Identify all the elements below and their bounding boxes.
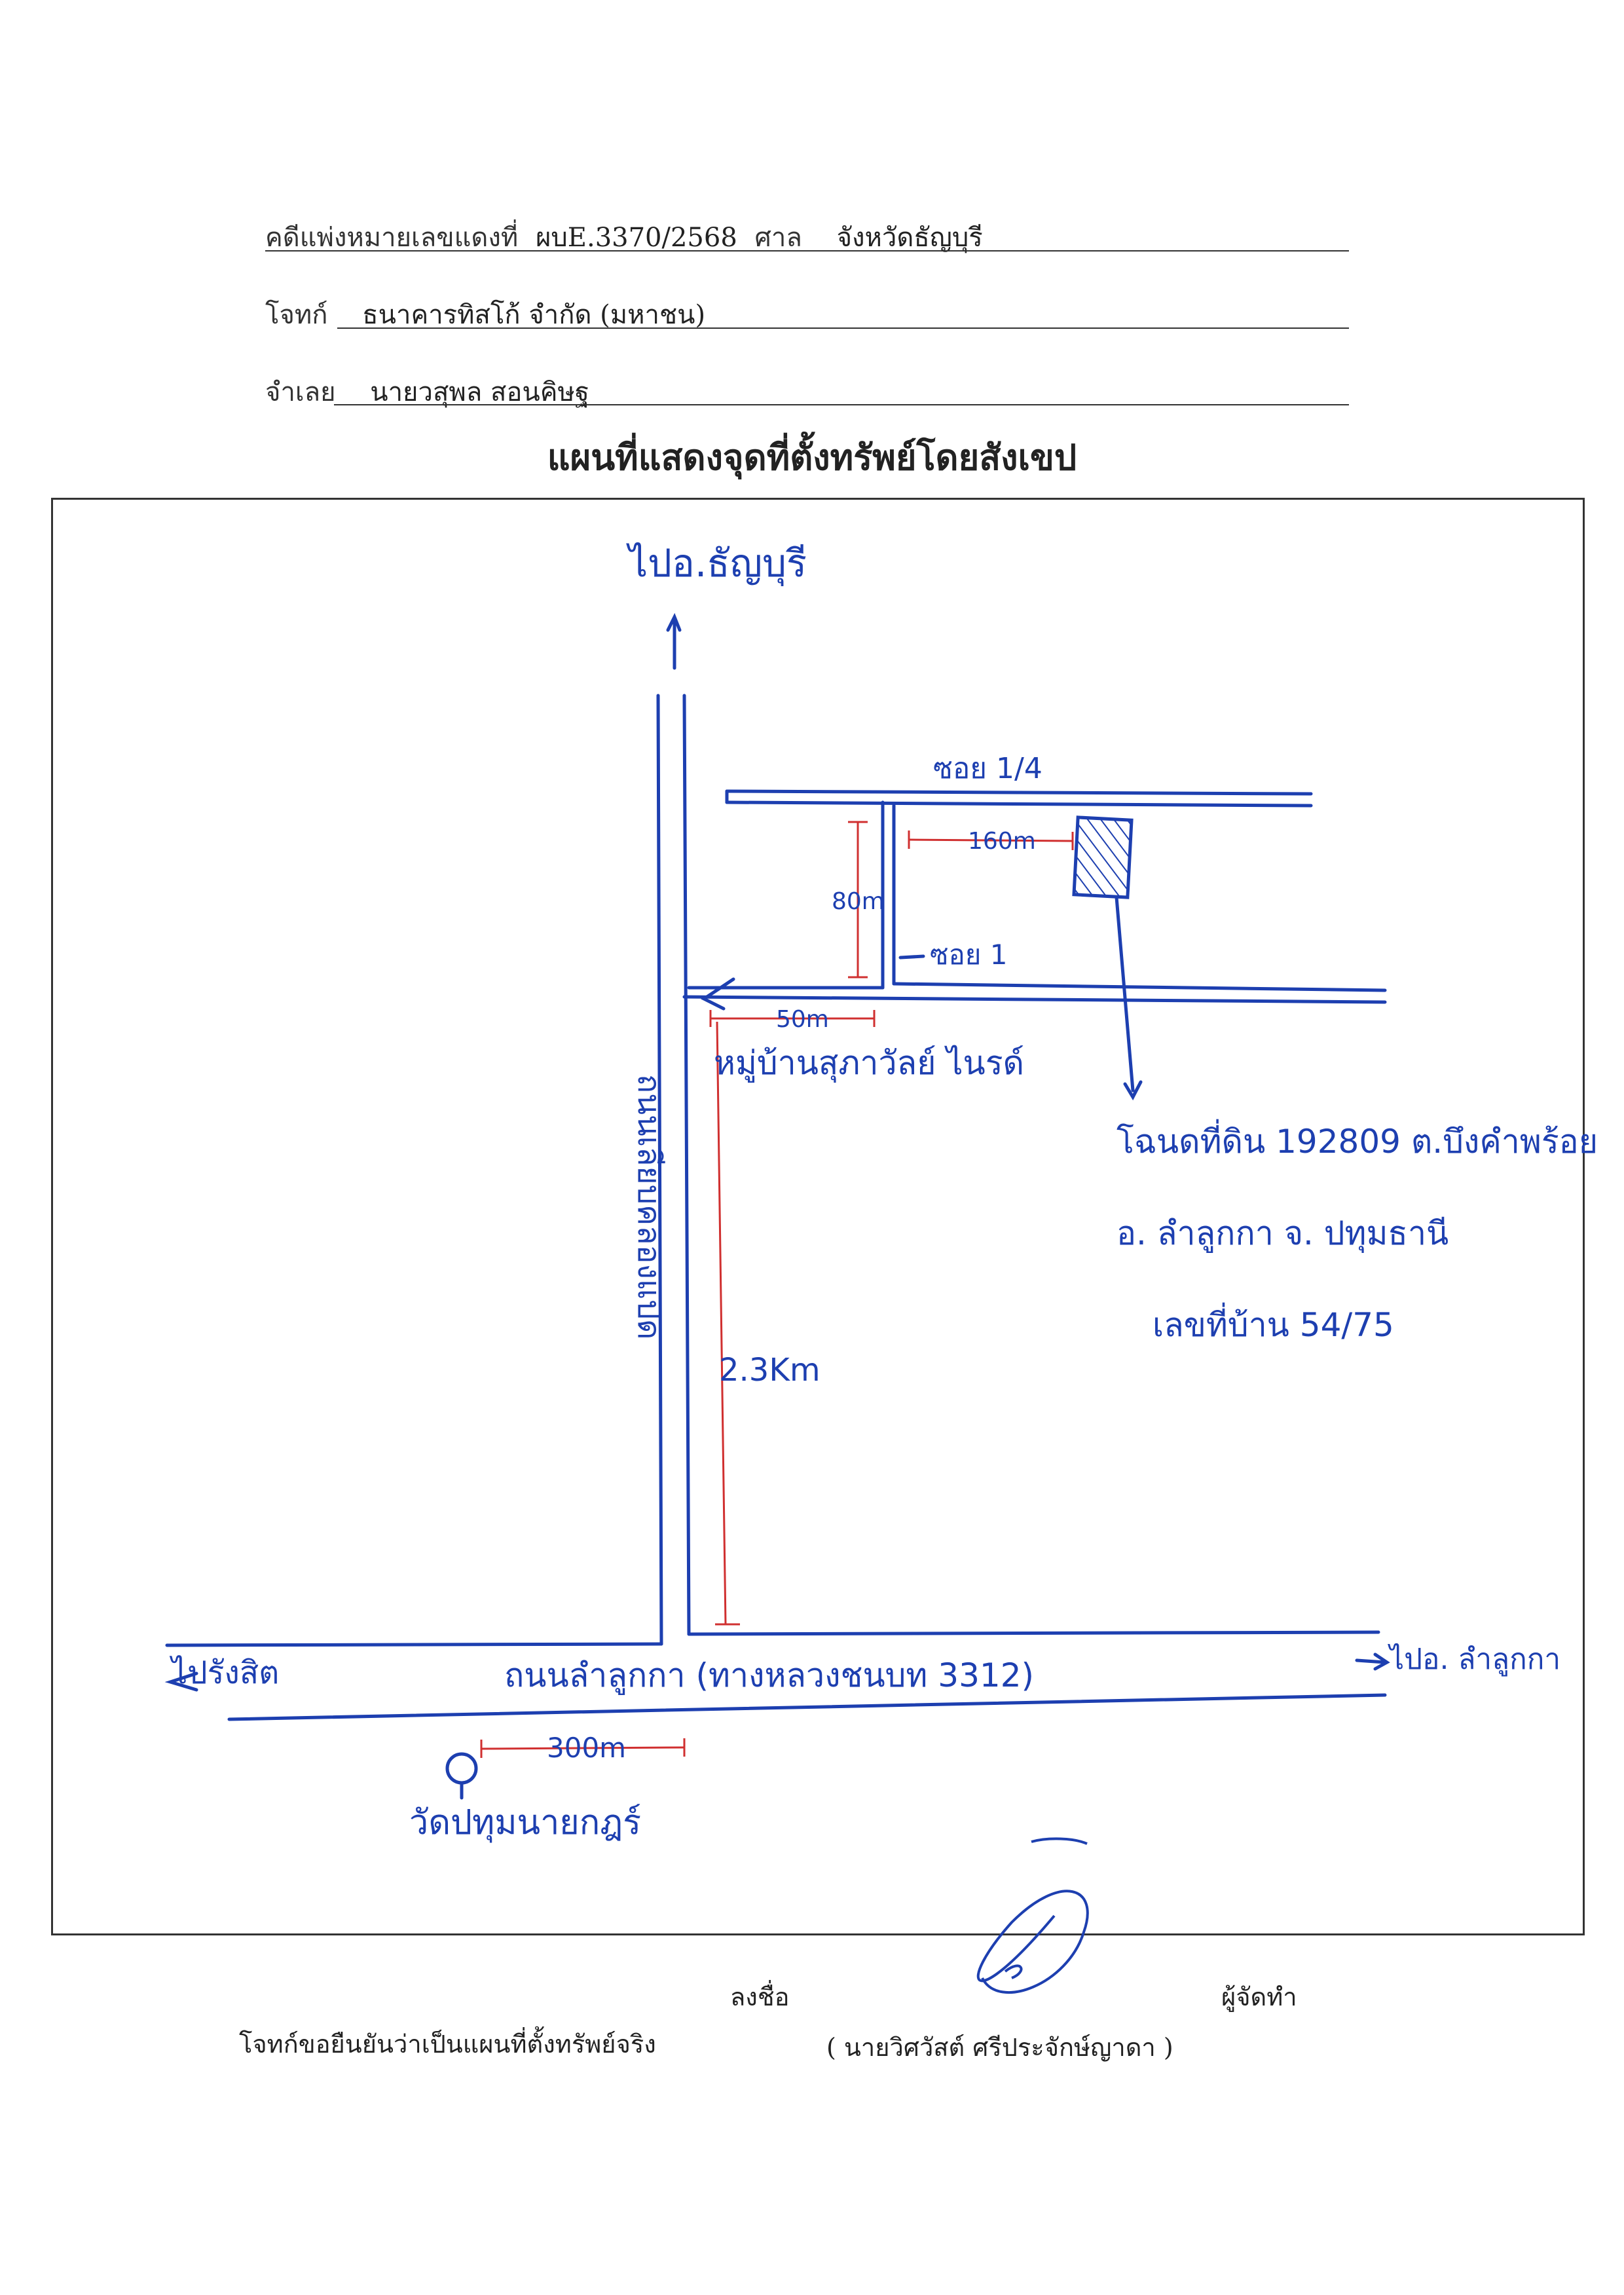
map-frame [51, 498, 1585, 1935]
defendant-underline [334, 404, 1349, 405]
west-destination-label: ไปรังสิต [169, 1654, 279, 1691]
main-road-label: ถนนลำลูกกา (ทางหลวงชนบท 3312) [504, 1656, 1034, 1695]
soi-lower-top-edge [892, 982, 1387, 992]
north-destination-label: ไปอ.ธัญบุรี [626, 541, 807, 587]
maker-name: ( นายวิศวัสต์ ศรีประจักษ์ญาดา ) [826, 2033, 1173, 2062]
court-label: ศาล [754, 223, 802, 253]
measure-300-line [481, 1746, 685, 1750]
vertical-road-right-edge [682, 694, 691, 1636]
east-arrow-head [1373, 1652, 1390, 1671]
soi-lower-label: ซอย 1 [930, 939, 1007, 971]
temple-marker-icon [445, 1752, 478, 1785]
north-arrow-head [666, 612, 682, 632]
measure-23-line [716, 1021, 727, 1625]
main-road-top-edge [165, 1642, 663, 1647]
case-number-row: คดีแพ่งหมายเลขแดงที่ ผบE.3370/2568 ศาล จ… [265, 216, 983, 258]
plaintiff-row: โจทก์ ธนาคารทิสโก้ จำกัด (มหาชน) [265, 293, 705, 335]
deed-line-1: โฉนดที่ดิน 192809 ต.บึงคำพร้อย [1116, 1119, 1598, 1161]
case-label: คดีแพ่งหมายเลขแดงที่ [265, 223, 519, 253]
dist-80-label: 80m [832, 888, 885, 915]
main-road-bottom-edge [227, 1693, 1387, 1721]
parcel-pointer-line [1115, 895, 1135, 1092]
east-destination-label: ไปอ. ลำลูกกา [1388, 1643, 1560, 1677]
deed-line-2: อ. ลำลูกกา จ. ปทุมธานี [1116, 1214, 1449, 1253]
soi-lower-bottom-edge [682, 995, 1387, 1004]
maker-label: ผู้จัดทำ [1221, 1983, 1297, 2011]
vertical-road-left-edge [656, 694, 663, 1646]
dist-160-label: 160m [968, 828, 1036, 855]
defendant-value: นายวสุพล สอนคิษฐ [370, 377, 589, 407]
property-parcel-icon [1072, 815, 1134, 899]
signature-image [976, 1837, 1089, 1994]
dist-50-label: 50m [776, 1006, 829, 1033]
certify-statement: โจทก์ขอยืนยันว่าเป็นแผนที่ตั้งทรัพย์จริง [239, 2030, 656, 2059]
case-underline [265, 250, 1349, 252]
court-value: จังหวัดธัญบุรี [836, 223, 983, 253]
village-label: หมู่บ้านสุภาวัลย์ ไนรด์ [714, 1044, 1024, 1083]
page-title: แผนที่แสดงจุดที่ตั้งทรัพย์โดยสังเขป [547, 436, 1077, 478]
soi-lower-leader [898, 954, 925, 960]
main-road-top-edge-east [687, 1630, 1380, 1636]
deed-line-3: เลขที่บ้าน 54/75 [1153, 1303, 1394, 1344]
dist-23-label: 2.3Km [719, 1352, 821, 1389]
plaintiff-underline [337, 327, 1349, 329]
dist-300-label: 300m [547, 1732, 626, 1764]
plaintiff-label: โจทก์ [265, 300, 328, 330]
parcel-pointer-head [1123, 1080, 1143, 1101]
sign-label: ลงชื่อ [730, 1983, 790, 2011]
vertical-road-label: ถนนเลียบคลองแปด [631, 1074, 667, 1339]
soi-upper-label: ซอย 1/4 [933, 752, 1043, 785]
west-arrow [164, 1671, 198, 1692]
defendant-label: จำเลย [265, 377, 336, 407]
village-pointer-arrow [701, 977, 735, 1011]
temple-label: วัดปทุมนายกฎร์ [409, 1803, 641, 1843]
east-arrow-shaft [1355, 1658, 1387, 1664]
defendant-row: จำเลย นายวสุพล สอนคิษฐ [265, 371, 589, 413]
soi-upper-bottom-edge [725, 800, 1313, 808]
soi-upper-top-edge [725, 789, 1313, 796]
plaintiff-value: ธนาคารทิสโก้ จำกัด (มหาชน) [362, 300, 706, 330]
measure-160-line [908, 838, 1073, 842]
case-number: ผบE.3370/2568 [535, 223, 737, 253]
